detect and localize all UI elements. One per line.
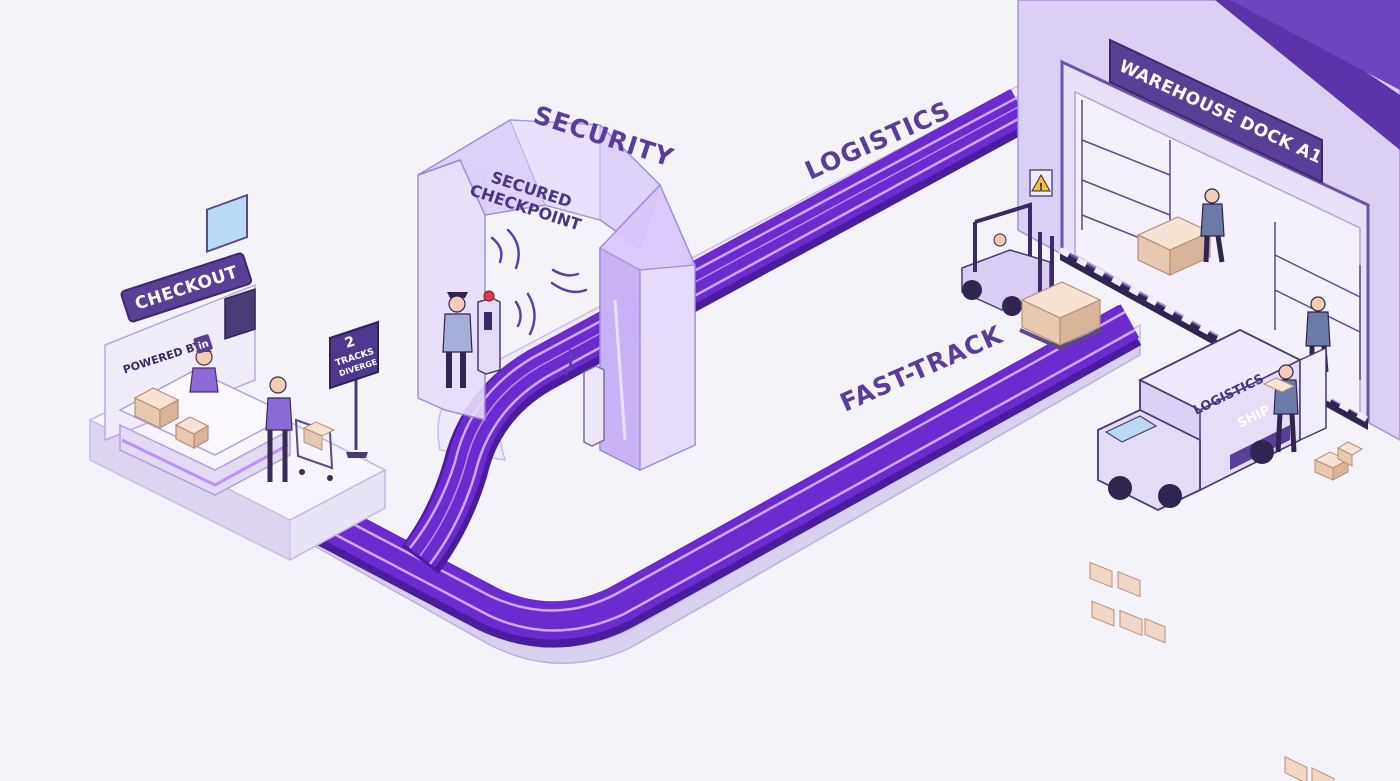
warehouse-worker: [1200, 188, 1225, 263]
delivery-truck: LOGISTICS SHIP: [1097, 328, 1327, 512]
signal-waves-icon: [490, 228, 588, 376]
package-box: [133, 387, 180, 430]
checkout-station: [88, 193, 387, 561]
customer-person: [265, 376, 293, 482]
warning-icon: !: [1029, 169, 1053, 197]
forklift: [961, 202, 1103, 351]
shelf-boxes: [1089, 561, 1335, 781]
loading-worker: [1262, 364, 1299, 453]
checkout-screen: [206, 193, 248, 254]
diverge-number: 2: [343, 334, 357, 352]
security-guard: [442, 292, 473, 388]
security-gate: [417, 119, 696, 471]
warehouse: !: [1017, 0, 1400, 781]
conveyor-tracks: [289, 89, 1142, 648]
shopping-cart: [294, 418, 336, 481]
ground-boxes: [1313, 441, 1364, 481]
warning-symbol: !: [1039, 182, 1044, 193]
powered-by-logo-icon: in: [197, 338, 210, 352]
package-box: [174, 416, 210, 450]
diverge-sign: 2 TRACKS DIVERGE: [329, 320, 379, 458]
scanner-post: [477, 290, 501, 375]
